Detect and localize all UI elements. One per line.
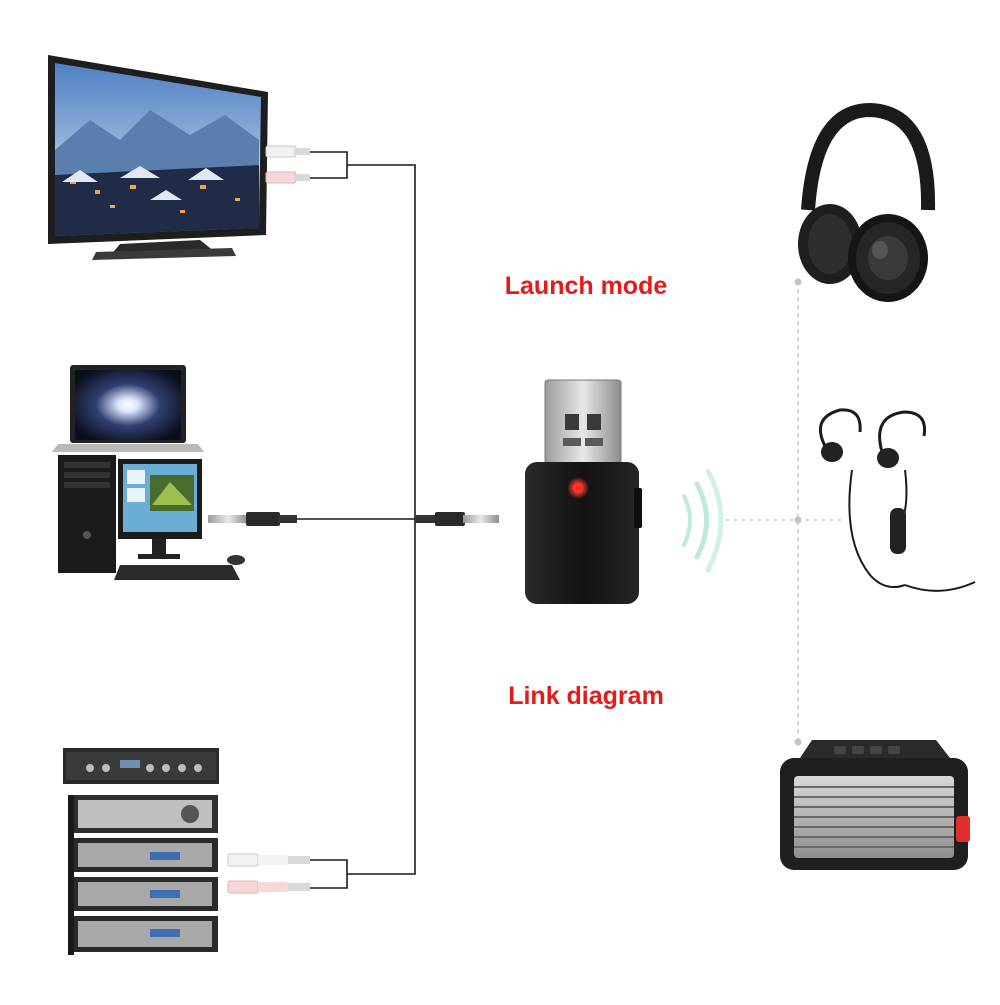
earphones-icon — [818, 408, 976, 592]
bluetooth-speaker-icon — [780, 740, 970, 870]
signal-waves-icon — [682, 468, 724, 573]
device-aux-plug — [415, 512, 499, 526]
computer-aux-plug — [208, 512, 297, 526]
tv-rca-plugs — [265, 145, 310, 184]
launch-mode-label: Launch mode — [504, 272, 668, 300]
tv-icon — [48, 55, 310, 260]
amplifier-rca-plugs — [227, 853, 310, 894]
headphones-icon — [798, 102, 936, 302]
bluetooth-links — [726, 282, 845, 742]
amplifier-icon — [63, 748, 310, 955]
tv-wire — [310, 151, 416, 889]
computer-icon — [52, 365, 297, 580]
link-diagram-label: Link diagram — [508, 682, 664, 710]
usb-bluetooth-adapter-icon — [525, 379, 642, 604]
